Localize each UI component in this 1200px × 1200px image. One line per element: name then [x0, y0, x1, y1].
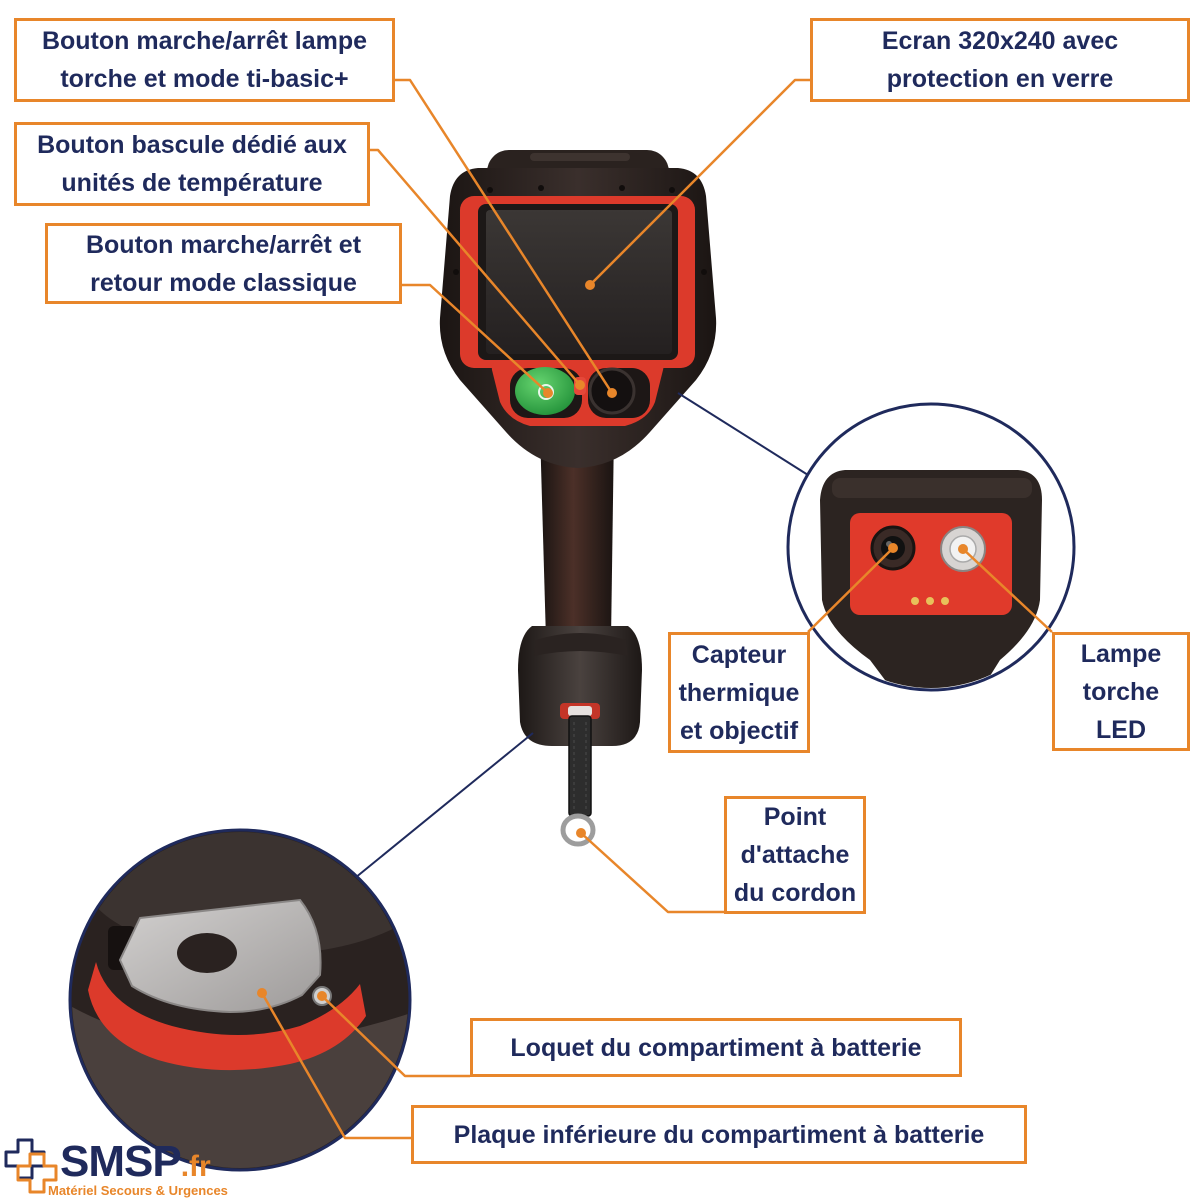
battery-plate-hole	[177, 933, 237, 973]
charging-pins	[911, 597, 949, 605]
callout-line: retour mode classique	[90, 268, 357, 297]
leader-line-power-button	[402, 283, 549, 394]
leader-dot-torch-button	[607, 388, 617, 398]
leader-line-battery-latch	[321, 995, 470, 1078]
logo-wordmark: SMSP.fr	[60, 1140, 211, 1189]
zoom-sensor-view	[786, 402, 1076, 692]
callout-line: Bouton marche/arrêt lampe	[41, 27, 368, 55]
leader-dot-led-torch	[958, 544, 968, 554]
leader-line-lanyard-point	[580, 832, 724, 914]
callout-line: LED	[1096, 715, 1146, 744]
leader-line-battery-plate	[260, 992, 411, 1140]
callout-battery-latch: Loquet du compartiment à batterie	[470, 1018, 962, 1077]
callout-screen: Ecran 320x240 avec protection en verre	[810, 18, 1190, 102]
leader-dot-unit-toggle	[575, 380, 585, 390]
callout-line: torche et mode ti-basic+	[60, 65, 349, 93]
camera-screws	[453, 185, 707, 275]
leader-line-screen	[589, 78, 810, 286]
zoom-battery-view	[68, 828, 412, 1172]
callout-torch-button: Bouton marche/arrêt lampe torche et mode…	[14, 18, 395, 102]
callout-line: Loquet du compartiment à batterie	[510, 1033, 922, 1062]
callout-line: Point	[763, 803, 827, 831]
lanyard-strap	[568, 715, 592, 817]
leader-line-torch-button	[395, 78, 614, 394]
callout-line: torche	[1082, 677, 1160, 706]
callout-line: thermique	[678, 678, 800, 707]
camera-handle	[540, 430, 614, 640]
callout-line: Capteur	[691, 640, 787, 669]
callout-line: Plaque inférieure du compartiment à batt…	[453, 1120, 985, 1149]
callout-line: unités de température	[61, 169, 323, 197]
battery-seal	[88, 962, 366, 1071]
logo-name: SMSP	[60, 1137, 182, 1186]
callout-line: Ecran 320x240 avec	[881, 27, 1119, 55]
callout-line: protection en verre	[886, 65, 1114, 93]
thermal-camera	[439, 150, 717, 847]
callout-lanyard-point: Point d'attache du cordon	[724, 796, 866, 914]
callout-power-button: Bouton marche/arrêt et retour mode class…	[45, 223, 402, 304]
camera-screen	[486, 210, 672, 354]
callout-line: du cordon	[733, 879, 857, 907]
camera-grip	[518, 626, 642, 746]
lanyard-ring	[560, 813, 596, 847]
callout-thermal-sensor: Capteur thermique et objectif	[668, 632, 810, 753]
leader-line-led-torch	[962, 548, 1053, 633]
callout-line: Bouton marche/arrêt et	[85, 230, 362, 259]
logo-suffix: .fr	[180, 1150, 211, 1183]
callout-battery-plate: Plaque inférieure du compartiment à batt…	[411, 1105, 1027, 1164]
callout-line: Bouton bascule dédié aux	[37, 131, 347, 159]
leader-dot-power-button	[543, 388, 553, 398]
leader-line-unit-toggle	[370, 148, 581, 386]
callout-led-torch: Lampe torche LED	[1052, 632, 1190, 751]
leader-line-thermal-sensor	[807, 547, 894, 633]
leader-dot-lanyard-point	[576, 828, 586, 838]
callout-unit-toggle: Bouton bascule dédié aux unités de tempé…	[14, 122, 370, 206]
logo-tagline: Matériel Secours & Urgences	[48, 1183, 228, 1198]
leader-dot-thermal-sensor	[888, 543, 898, 553]
connector-battery-zoom	[354, 732, 534, 879]
leader-dot-battery-latch	[317, 991, 327, 1001]
leader-dot-battery-plate	[257, 988, 267, 998]
medical-cross-icon	[4, 1138, 58, 1194]
callout-line: Lampe	[1080, 639, 1162, 668]
callout-line: d'attache	[740, 841, 850, 869]
connector-sensor-zoom	[677, 392, 809, 476]
leader-dot-screen	[585, 280, 595, 290]
callout-line: et objectif	[679, 716, 799, 745]
